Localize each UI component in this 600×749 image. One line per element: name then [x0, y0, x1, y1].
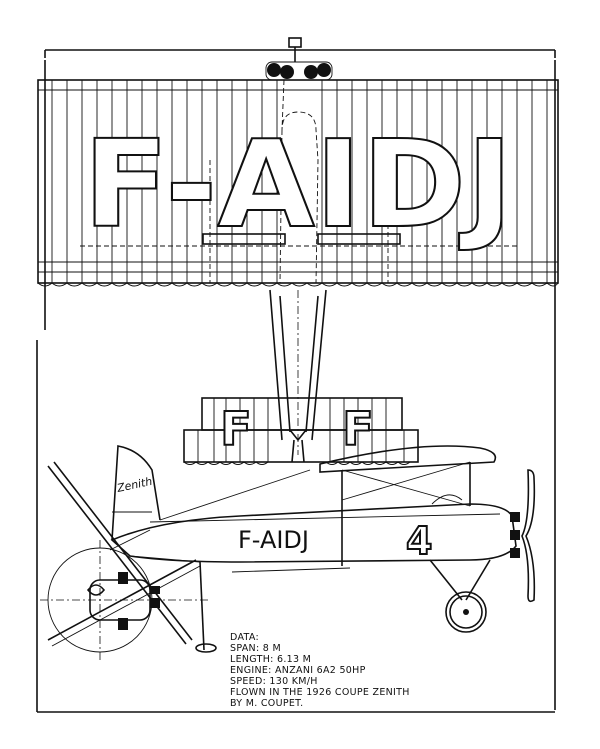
wing-registration: F-AIDJ	[83, 116, 513, 255]
fin-script: Zenith	[115, 475, 154, 495]
wings-side	[109, 445, 497, 633]
fuselage-registration: F-AIDJ	[238, 526, 309, 554]
data-line: BY M. COUPET.	[230, 698, 304, 709]
data-line: FLOWN IN THE 1926 COUPE ZENITH	[230, 687, 410, 698]
race-number: 4	[406, 519, 432, 563]
upper-wing-plan	[37, 79, 559, 287]
data-line: SPAN: 8 M	[230, 643, 281, 654]
engine-top-view	[265, 37, 333, 81]
data-heading: DATA:	[230, 632, 260, 643]
fuselage-side	[110, 469, 536, 603]
fuselage-plan	[183, 289, 419, 465]
data-line: LENGTH: 6.13 M	[230, 654, 312, 665]
fin-rudder-side	[111, 445, 161, 541]
tailplane-letter-right: F	[342, 402, 373, 456]
frame-lines	[36, 49, 556, 713]
data-line: SPEED: 130 KM/H	[230, 676, 318, 687]
front-view	[40, 461, 217, 660]
data-line: ENGINE: ANZANI 6A2 50HP	[230, 665, 366, 676]
data-block: DATA: SPAN: 8 M LENGTH: 6.13 M ENGINE: A…	[230, 632, 410, 709]
tailplane-letter-left: F	[220, 402, 251, 456]
